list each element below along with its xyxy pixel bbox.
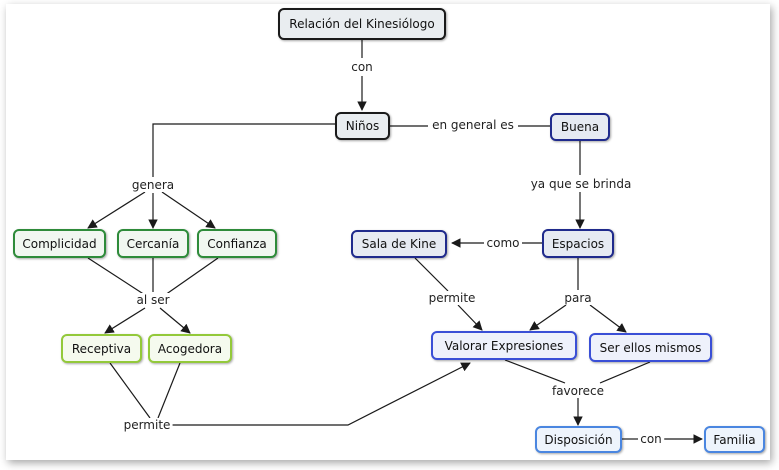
- node-receptiva[interactable]: Receptiva: [61, 334, 142, 363]
- line-permite-valorar-long: [172, 362, 471, 426]
- line-sala-permite: [414, 257, 449, 292]
- link-label-permite: permite: [426, 291, 478, 305]
- node-valorar[interactable]: Valorar Expresiones: [431, 331, 577, 360]
- line-genera-confianza: [161, 191, 216, 229]
- node-relacion[interactable]: Relación del Kinesiólogo: [278, 8, 446, 40]
- line-receptiva-permite: [109, 362, 151, 419]
- link-label-permite-bottom: permite: [121, 418, 173, 432]
- line-alser-acogedora: [159, 307, 191, 334]
- node-disposicion[interactable]: Disposición: [535, 426, 622, 453]
- node-complicidad[interactable]: Complicidad: [13, 229, 106, 258]
- link-label-favorece: favorece: [549, 384, 607, 398]
- line-ser-favorece: [599, 361, 651, 384]
- line-acogedora-permite: [157, 362, 181, 419]
- link-label-con: con: [349, 60, 375, 74]
- link-label-en-general-es: en general es: [430, 118, 516, 132]
- link-label-con-bottom: con: [638, 432, 664, 446]
- line-para-ser: [589, 304, 627, 333]
- link-label-genera: genera: [129, 178, 177, 192]
- line-ninos-genera: [152, 123, 335, 177]
- line-alser-receptiva: [104, 307, 146, 334]
- line-para-valorar: [529, 304, 567, 331]
- node-acogedora[interactable]: Acogedora: [148, 334, 232, 363]
- node-buena[interactable]: Buena: [550, 113, 610, 141]
- link-label-ya-que-se-brinda: ya que se brinda: [528, 177, 634, 191]
- line-confianza-alser: [164, 257, 219, 296]
- line-genera-complicidad: [87, 191, 146, 229]
- node-ser[interactable]: Ser ellos mismos: [589, 333, 712, 362]
- line-complicidad-alser: [87, 257, 146, 296]
- link-label-para: para: [562, 291, 594, 305]
- node-cercania[interactable]: Cercanía: [117, 229, 189, 258]
- node-espacios[interactable]: Espacios: [542, 229, 614, 258]
- line-permite-valorar: [457, 304, 483, 331]
- line-valorar-favorece: [504, 359, 566, 384]
- node-confianza[interactable]: Confianza: [197, 229, 277, 258]
- link-label-como: como: [484, 236, 522, 250]
- node-sala[interactable]: Sala de Kine: [351, 230, 447, 258]
- node-familia[interactable]: Familia: [704, 426, 765, 453]
- node-ninos[interactable]: Niños: [335, 112, 390, 140]
- link-label-al-ser: al ser: [134, 293, 172, 307]
